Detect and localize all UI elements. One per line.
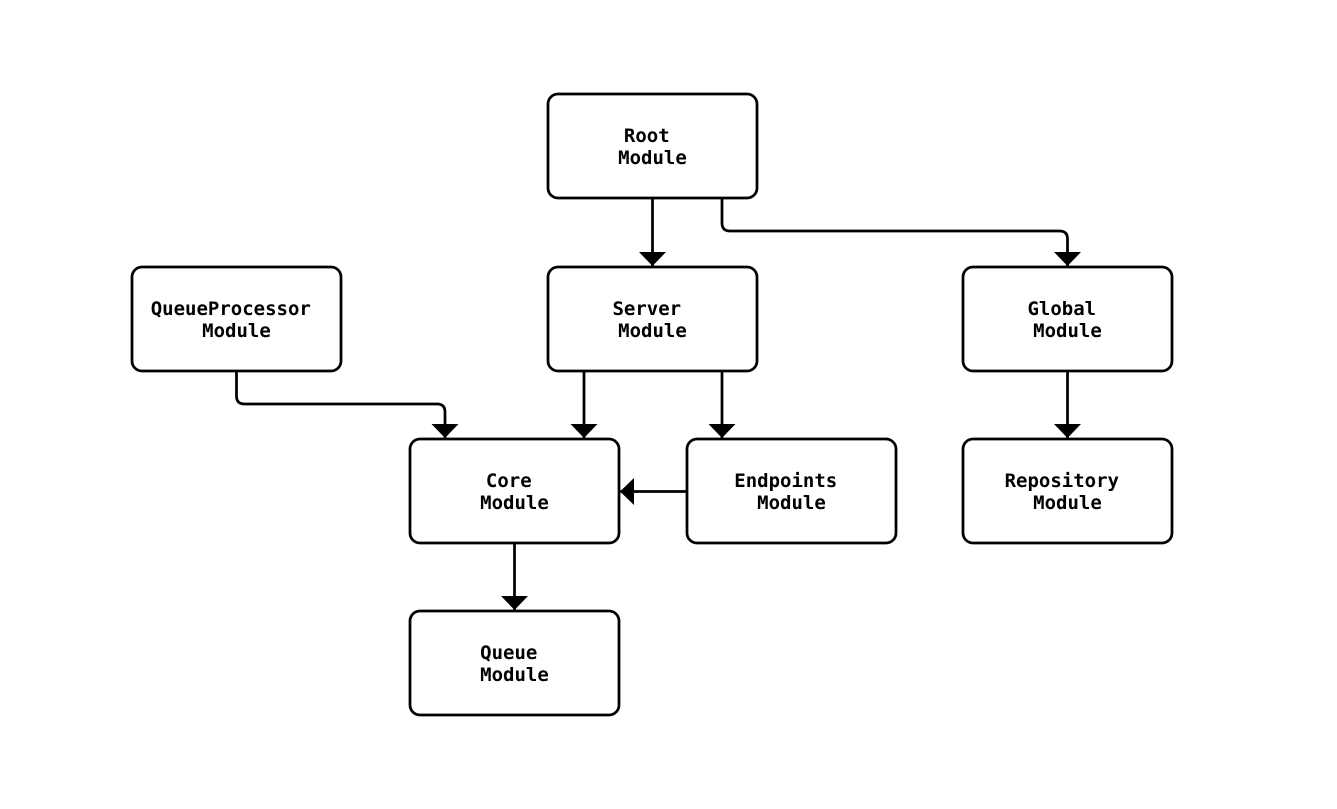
node-queueprocessor-module-label: QueueProcessor Module xyxy=(151,298,323,342)
node-root-module: Root Module xyxy=(546,92,759,200)
node-server-module: Server Module xyxy=(546,265,759,373)
node-queue-module-label: Queue Module xyxy=(480,642,549,686)
node-endpoints-module-label-line2: Module xyxy=(757,492,826,514)
node-global-module-box xyxy=(961,265,1174,373)
node-layer: Root Module QueueProcessor Module Server… xyxy=(130,92,1174,717)
node-core-module-label-line2: Module xyxy=(480,492,549,514)
node-queueprocessor-module-box xyxy=(130,265,343,373)
edge-queueprocessor-to-core xyxy=(235,372,459,438)
node-repository-module: Repository Module xyxy=(961,437,1174,545)
node-root-module-label: Root Module xyxy=(618,125,687,169)
node-core-module-box xyxy=(408,437,621,545)
node-root-module-box xyxy=(546,92,759,200)
node-repository-module-label: Repository Module xyxy=(1005,470,1131,514)
node-root-module-label-line1: Root xyxy=(624,125,670,147)
edge-layer xyxy=(235,199,1081,610)
node-server-module-label-line1: Server xyxy=(612,298,681,320)
node-global-module-label-line2: Module xyxy=(1033,320,1102,342)
node-queue-module: Queue Module xyxy=(408,609,621,717)
node-repository-module-box xyxy=(961,437,1174,545)
node-endpoints-module: Endpoints Module xyxy=(685,437,898,545)
node-core-module-label-line1: Core xyxy=(486,470,532,492)
node-queue-module-label-line1: Queue xyxy=(480,642,537,664)
node-root-module-label-line2: Module xyxy=(618,147,687,169)
node-endpoints-module-label-line1: Endpoints xyxy=(734,470,837,492)
node-server-module-box xyxy=(546,265,759,373)
node-global-module-label-line1: Global xyxy=(1027,298,1096,320)
node-global-module-label: Global Module xyxy=(1027,298,1107,342)
node-queueprocessor-module: QueueProcessor Module xyxy=(130,265,343,373)
node-repository-module-label-line2: Module xyxy=(1033,492,1102,514)
node-queue-module-box xyxy=(408,609,621,717)
node-core-module: Core Module xyxy=(408,437,621,545)
node-global-module: Global Module xyxy=(961,265,1174,373)
node-queue-module-label-line2: Module xyxy=(480,664,549,686)
node-queueprocessor-module-label-line1: QueueProcessor xyxy=(151,298,311,320)
node-endpoints-module-box xyxy=(685,437,898,545)
node-endpoints-module-label: Endpoints Module xyxy=(734,470,848,514)
node-server-module-label-line2: Module xyxy=(618,320,687,342)
node-server-module-label: Server Module xyxy=(612,298,692,342)
node-repository-module-label-line1: Repository xyxy=(1005,470,1119,492)
edge-root-to-global xyxy=(720,199,1081,266)
node-queueprocessor-module-label-line2: Module xyxy=(202,320,271,342)
node-core-module-label: Core Module xyxy=(480,470,549,514)
